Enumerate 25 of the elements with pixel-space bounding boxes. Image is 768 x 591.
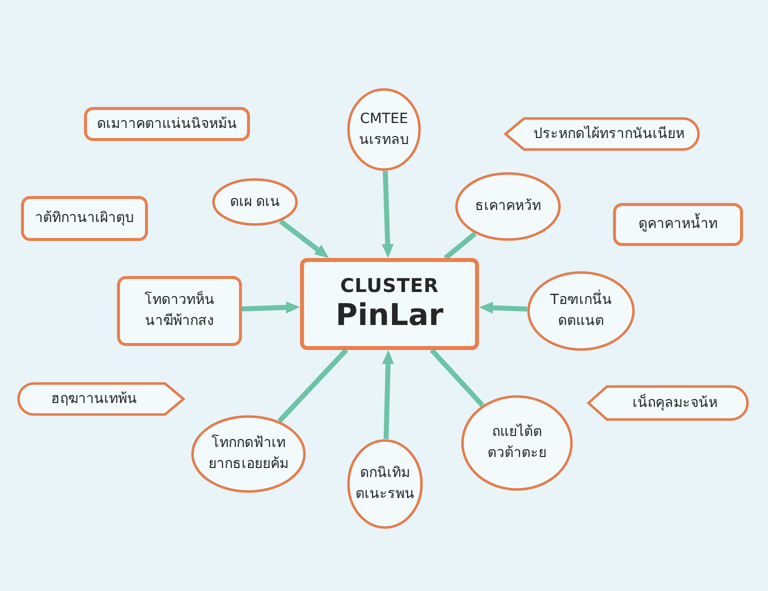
title-text: PinLar [336, 298, 444, 334]
arrow [382, 350, 394, 440]
topic-box: ดเมาาคตาแน่นนิจหม้น [84, 107, 250, 141]
connector-line [430, 348, 484, 407]
topic-oval: CMTEE นเรทลบ [347, 88, 421, 171]
heading-text: CLUSTER [340, 274, 439, 298]
topic-box: โทดาวทห็น นาฆีพ้ากสง [117, 276, 242, 346]
topic-box: ดูคาคาหน้ำท [613, 203, 743, 246]
arrow [278, 219, 330, 260]
topic-oval: โทกกดฟ้าเท ยากธเอยยค้ม [191, 415, 306, 493]
arrow [382, 170, 394, 258]
arrow [242, 301, 300, 314]
callout-tag: ฮฤฆาานเทพ้น [17, 382, 185, 416]
central-box [300, 258, 479, 350]
topic-oval: ดเผ ดเน [212, 178, 298, 226]
topic-oval: ดกนิเทิม ตเนะรพน [347, 439, 423, 529]
topic-oval: ธเคาคหว้ท [455, 172, 561, 241]
callout-tag: ประหกดไผ้ทรากนันเนียห [504, 117, 700, 151]
arrow [478, 302, 528, 314]
connector-line [278, 348, 348, 423]
topic-box: าต้ทิกานาเผิาตุบ [21, 196, 148, 241]
connector-line [444, 232, 477, 260]
callout-tag: เน็ถคุลมะจน้ห [587, 385, 749, 421]
topic-oval: ถแยไต้ต ตวต้าตะย [461, 395, 573, 491]
topic-oval: Tอฑเกนึ่น ดตแนต [527, 271, 635, 351]
